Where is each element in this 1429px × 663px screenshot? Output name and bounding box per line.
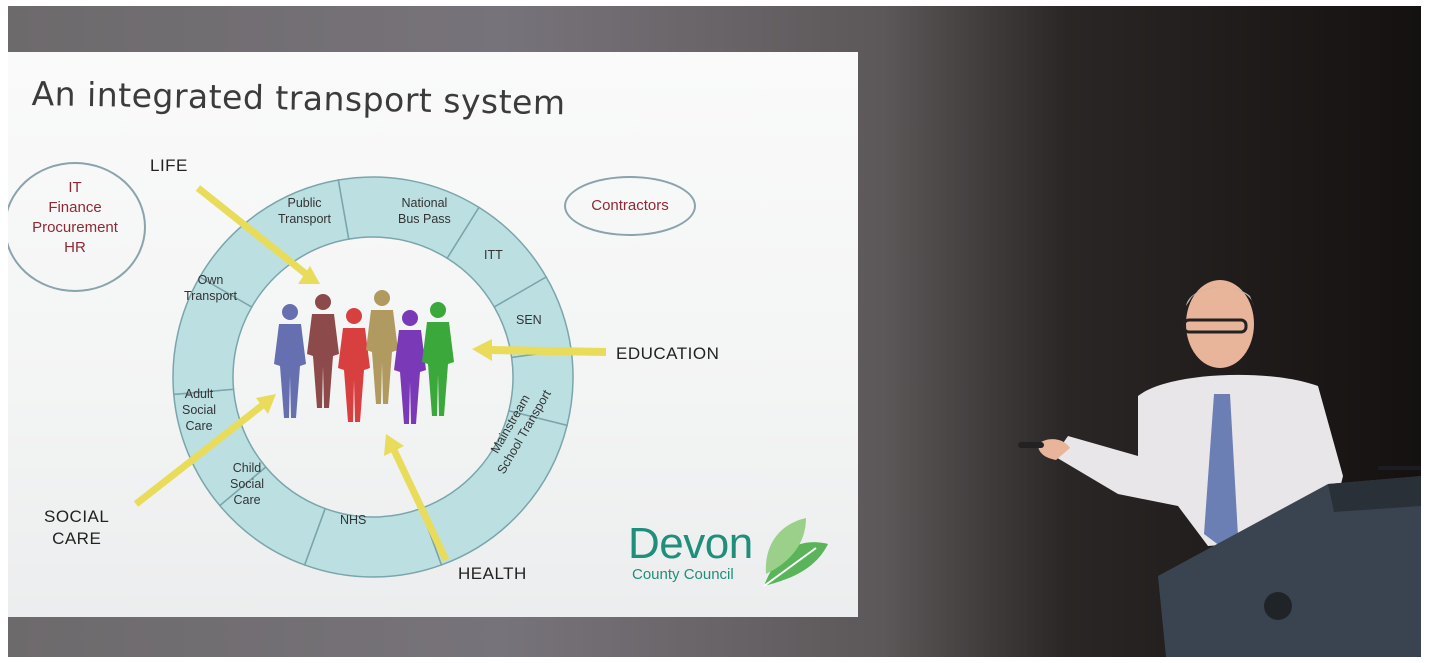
lectern-port-icon xyxy=(1264,592,1292,620)
social-care-arrow xyxy=(133,394,276,507)
segment-child-social-care: Child Social Care xyxy=(230,461,265,507)
lectern xyxy=(1158,466,1421,657)
people-group xyxy=(274,290,454,424)
person-icon xyxy=(274,304,306,418)
presenter-hand xyxy=(1038,439,1070,460)
logo-sub: County Council xyxy=(632,566,734,583)
segment-adult-social-care: Adult Social Care xyxy=(182,387,217,433)
logo-name: Devon xyxy=(628,519,753,568)
laptop-icon xyxy=(1378,466,1421,470)
glasses-icon xyxy=(1182,318,1248,334)
leaf-icon xyxy=(763,518,828,587)
ring-segment xyxy=(198,179,350,309)
segment-sen: SEN xyxy=(516,313,542,327)
health-arrow xyxy=(384,434,450,562)
segment-nhs: NHS xyxy=(340,513,367,527)
left-oval: IT Finance Procurement HR xyxy=(8,162,146,292)
presenter-head xyxy=(1186,280,1254,368)
arrows-layer xyxy=(133,185,607,562)
right-oval: Contractors xyxy=(564,176,696,236)
person-icon xyxy=(366,290,398,404)
person-icon xyxy=(394,310,426,424)
person-icon xyxy=(422,302,454,416)
left-oval-text: IT Finance Procurement HR xyxy=(32,179,118,256)
label-social-care: SOCIAL CARE xyxy=(44,507,110,548)
label-life: LIFE xyxy=(150,156,188,175)
right-oval-text: Contractors xyxy=(591,197,669,214)
person-icon xyxy=(307,294,339,408)
clicker-icon xyxy=(1018,442,1044,448)
presenter xyxy=(1018,280,1343,546)
segment-own-transport: Own Transport xyxy=(184,273,238,303)
transport-ring xyxy=(172,176,574,578)
devon-logo: Devon County Council xyxy=(628,522,753,584)
projected-slide: An integrated transport system Public Tr… xyxy=(8,52,858,617)
person-icon xyxy=(338,308,370,422)
segment-national-bus-pass: National Bus Pass xyxy=(398,196,451,226)
label-education: EDUCATION xyxy=(616,344,720,363)
segment-itt: ITT xyxy=(484,248,503,262)
photo: An integrated transport system Public Tr… xyxy=(8,6,1421,657)
presenter-shirt xyxy=(1054,374,1343,546)
presenter-tie xyxy=(1204,394,1238,546)
education-arrow xyxy=(472,339,607,361)
life-arrow xyxy=(195,185,320,284)
segment-public-transport: Public Transport xyxy=(278,196,332,226)
label-health: HEALTH xyxy=(458,564,527,583)
